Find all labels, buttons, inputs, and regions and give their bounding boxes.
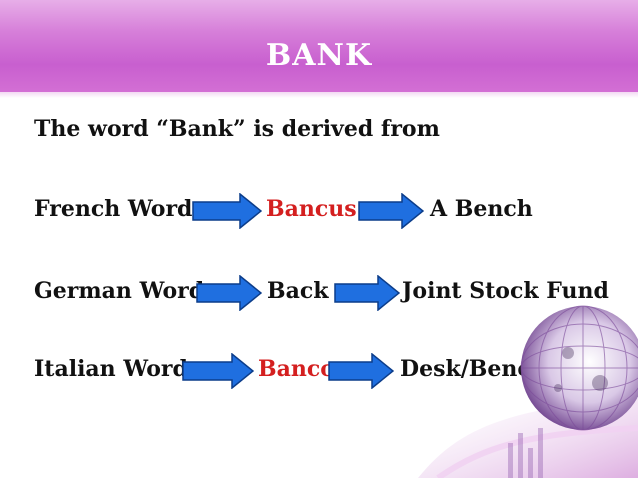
word-banco: Banco bbox=[258, 356, 335, 382]
word-bancus: Bancus bbox=[266, 196, 357, 222]
right-arrow-icon bbox=[192, 193, 262, 229]
origin-german: German Word bbox=[34, 278, 205, 304]
globe-decoration bbox=[418, 305, 638, 478]
intro-text: The word “Bank” is derived from bbox=[34, 116, 440, 142]
slide-title: BANK bbox=[265, 38, 373, 73]
word-back: Back bbox=[267, 278, 329, 304]
meaning-joint-stock-fund: Joint Stock Fund bbox=[402, 278, 609, 304]
right-arrow-icon bbox=[358, 193, 424, 229]
right-arrow-icon bbox=[196, 275, 262, 311]
right-arrow-icon bbox=[328, 353, 394, 389]
title-bar bbox=[0, 0, 638, 92]
right-arrow-icon bbox=[334, 275, 400, 311]
origin-french: French Word bbox=[34, 196, 193, 222]
origin-italian: Italian Word bbox=[34, 356, 188, 382]
title-bar-glow bbox=[0, 92, 638, 98]
meaning-a-bench: A Bench bbox=[430, 196, 533, 222]
right-arrow-icon bbox=[182, 353, 254, 389]
